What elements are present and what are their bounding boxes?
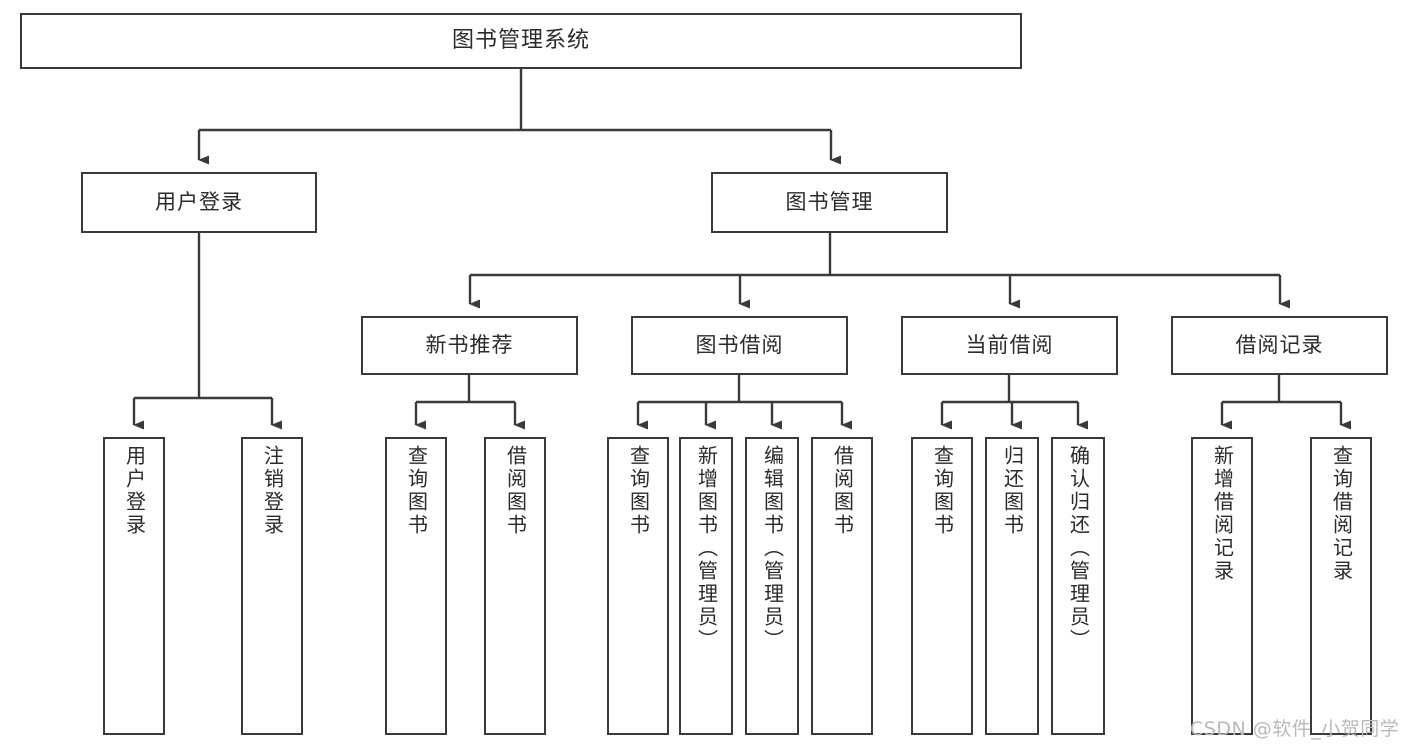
leaf-node-borrow-book-1[interactable]: 借阅图书 bbox=[484, 437, 546, 735]
leaf-label: 查询图书 bbox=[930, 445, 955, 537]
edge-borrowrecord-to-leaves bbox=[1220, 375, 1351, 430]
leaf-label: 借阅图书 bbox=[830, 445, 855, 537]
leaf-node-add-borrow-record[interactable]: 新增借阅记录 bbox=[1191, 437, 1253, 735]
leaf-label: 查询图书 bbox=[404, 445, 429, 537]
node-borrowing-records[interactable]: 借阅记录 bbox=[1171, 316, 1388, 375]
leaf-node-user-login[interactable]: 用户登录 bbox=[103, 437, 165, 735]
leaf-label: 确认归还（管理员） bbox=[1066, 445, 1091, 652]
leaf-node-logout[interactable]: 注销登录 bbox=[241, 437, 303, 735]
node-root-system-title[interactable]: 图书管理系统 bbox=[20, 13, 1022, 69]
leaf-node-add-book-admin[interactable]: 新增图书（管理员） bbox=[679, 437, 733, 735]
leaf-label: 新增图书（管理员） bbox=[694, 445, 719, 652]
leaf-label: 编辑图书（管理员） bbox=[760, 445, 785, 652]
leaf-node-query-book-1[interactable]: 查询图书 bbox=[385, 437, 447, 735]
leaf-node-confirm-return-admin[interactable]: 确认归还（管理员） bbox=[1051, 437, 1105, 735]
edge-newbookrec-to-leaves bbox=[414, 375, 525, 430]
leaf-node-query-book-2[interactable]: 查询图书 bbox=[607, 437, 669, 735]
node-book-management[interactable]: 图书管理 bbox=[711, 172, 948, 233]
node-current-borrowing[interactable]: 当前借阅 bbox=[901, 316, 1118, 375]
leaf-label: 归还图书 bbox=[1000, 445, 1025, 537]
leaf-node-borrow-book-2[interactable]: 借阅图书 bbox=[811, 437, 873, 735]
node-user-login[interactable]: 用户登录 bbox=[81, 172, 317, 233]
leaf-label: 查询借阅记录 bbox=[1329, 445, 1354, 583]
leaf-node-query-book-3[interactable]: 查询图书 bbox=[911, 437, 973, 735]
leaf-label: 新增借阅记录 bbox=[1210, 445, 1235, 583]
edge-bookborrow-to-leaves bbox=[636, 375, 852, 430]
leaf-label: 查询图书 bbox=[626, 445, 651, 537]
node-new-book-recommendation[interactable]: 新书推荐 bbox=[361, 316, 578, 375]
leaf-label: 注销登录 bbox=[260, 445, 285, 537]
csdn-watermark: CSDN @软件_小贺同学 bbox=[1190, 718, 1400, 740]
leaf-label: 借阅图书 bbox=[503, 445, 528, 537]
edge-bookmanage-to-level3 bbox=[468, 233, 1290, 309]
edge-currentborrow-to-leaves bbox=[940, 375, 1088, 430]
leaf-node-return-book[interactable]: 归还图书 bbox=[985, 437, 1039, 735]
edge-root-to-level2 bbox=[197, 69, 841, 165]
leaf-label: 用户登录 bbox=[122, 445, 147, 537]
leaf-node-edit-book-admin[interactable]: 编辑图书（管理员） bbox=[745, 437, 799, 735]
leaf-node-query-borrow-record[interactable]: 查询借阅记录 bbox=[1310, 437, 1372, 735]
edge-userlogin-to-leaves bbox=[132, 233, 282, 430]
node-book-borrowing[interactable]: 图书借阅 bbox=[631, 316, 848, 375]
